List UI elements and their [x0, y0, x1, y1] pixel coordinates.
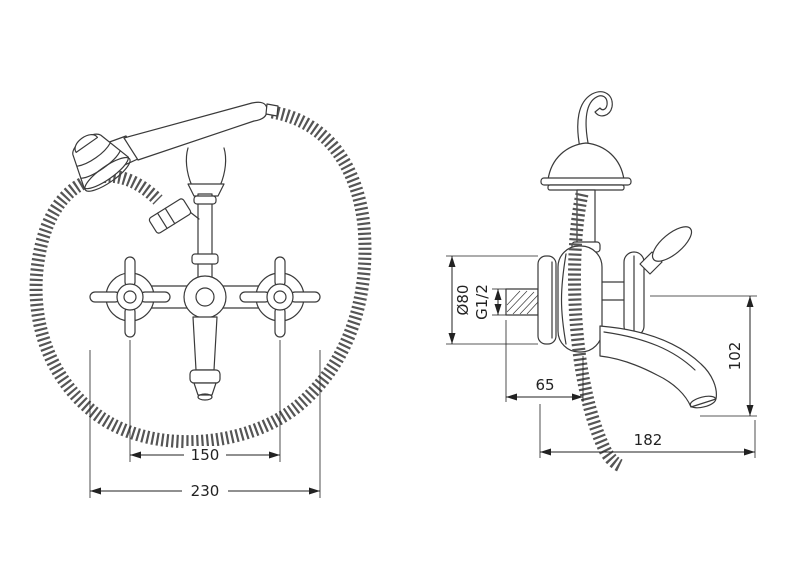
dimension-d80-label: Ø80 [454, 285, 472, 316]
dimension-d80: Ø80 [446, 255, 538, 345]
dimension-230-label: 230 [191, 482, 220, 500]
hand-shower [72, 101, 279, 192]
side-view: Ø80 G1/2 65 102 182 [446, 91, 757, 473]
shower-hose-side [568, 192, 624, 473]
cross-handle-left [89, 256, 171, 338]
dimension-150: 150 [129, 340, 281, 464]
dimension-182-label: 182 [634, 431, 663, 449]
spout-outlet [689, 395, 717, 409]
tub-spout-side [599, 325, 717, 409]
handset-holder [540, 91, 632, 191]
dimension-65: 65 [505, 320, 584, 402]
holder-bell [547, 142, 625, 181]
dimension-g12-label: G1/2 [473, 284, 491, 320]
shower-head [72, 133, 131, 192]
dimension-182: 182 [539, 404, 756, 458]
cross-handle-right [239, 256, 321, 338]
dimension-150-label: 150 [191, 446, 220, 464]
handset-cradle [185, 147, 227, 197]
wall-flange [537, 255, 557, 345]
dimension-102-label: 102 [726, 342, 744, 371]
front-view: 150 230 [29, 101, 372, 500]
dimension-102: 102 [650, 295, 757, 417]
wall-connection [505, 255, 557, 345]
side-handle [601, 226, 693, 337]
handset-hose-nut [265, 103, 279, 117]
hose-fitting [148, 198, 200, 234]
lever-grip [651, 226, 693, 262]
dimension-230: 230 [89, 350, 321, 500]
dimension-65-label: 65 [535, 376, 554, 394]
holder-hook [577, 91, 613, 149]
handset-handle [123, 101, 268, 161]
shower-hose-coil [29, 105, 372, 449]
riser-post [191, 193, 219, 281]
tub-spout-front [189, 316, 221, 401]
dimension-g12: G1/2 [473, 284, 506, 320]
